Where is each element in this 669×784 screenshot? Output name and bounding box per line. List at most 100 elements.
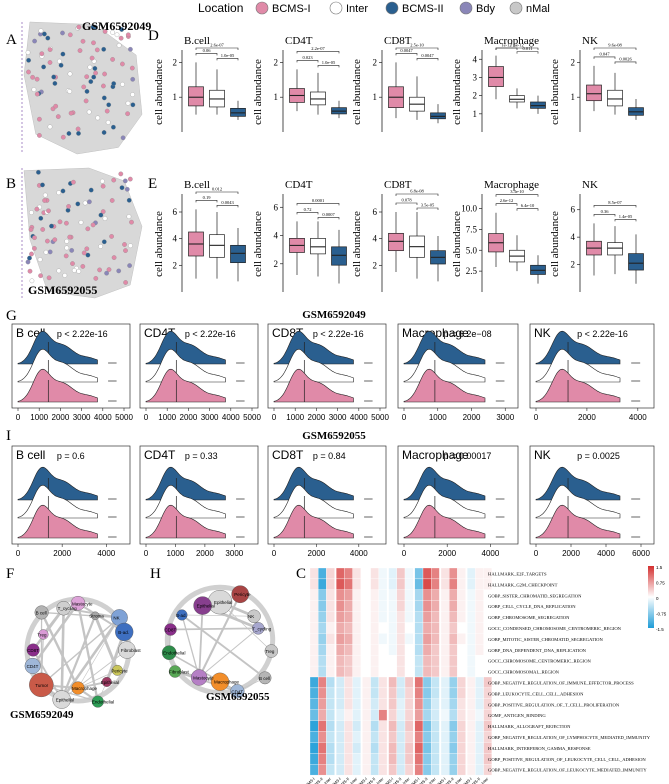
heatmap-cell [378,731,388,743]
sig-bracket [216,58,239,61]
heatmap-cell [414,589,424,601]
sig-pvalue: 0.0026 [619,56,632,61]
spot [101,95,107,101]
heatmap-cell [449,611,458,623]
y-tick-label: 2.5 [466,266,478,276]
spot [38,28,44,34]
facet-title: Macrophage [484,179,539,191]
network-edge [198,627,259,678]
facet-title: CD8T [384,179,412,191]
network-node [264,644,279,658]
heatmap-cell [388,731,397,743]
heatmap-cell [440,753,450,765]
heatmap-cell [404,764,414,776]
ridge-pvalue: p < 2.22e-16 [57,329,108,339]
heatmap-cell [467,764,476,776]
heatmap-cell [378,753,388,765]
heatmap-cell [326,709,335,721]
ridge-frame [267,323,387,409]
heatmap-cell [414,622,424,634]
heatmap-cell [475,764,484,776]
heatmap-cell [475,600,484,612]
heatmap-cell [326,600,335,612]
spot [67,71,73,77]
heatmap-cell [396,578,406,590]
x-tick-label: 2000 [308,413,326,422]
ridge-frame [529,445,655,545]
spot [98,212,104,218]
heatmap-cell [457,676,466,689]
heatmap-cell [457,611,466,623]
heatmap-cell [431,655,440,667]
heatmap-cell [352,698,361,710]
facet-title: NK [582,35,598,47]
panel-letter-a: A [6,32,17,48]
heatmap-cell [467,731,476,743]
spot [100,183,106,189]
heatmap-cell [440,731,450,743]
spot [86,109,92,115]
y-tick-label: 4 [373,234,378,244]
heatmap-cell [326,622,335,634]
heatmap-cell [378,709,388,721]
spatial-map-gsm6592055 [21,167,143,299]
heatmap-cell [422,742,432,754]
heatmap-cell [422,567,432,580]
heatmap-cell [370,709,379,721]
network-node-label: Pericyte [234,592,251,597]
spot [83,98,89,104]
x-tick-label: 1000 [158,413,176,422]
heatmap-cell [388,589,397,601]
spot [90,222,96,228]
ridge-frame [267,445,387,545]
heatmap-cell [336,578,345,590]
network-f-sample: GSM6592049 [10,709,74,721]
spot [30,74,35,80]
spot [29,210,34,215]
y-tick-label: 1 [274,92,279,102]
y-axis-label: cell abundance [549,59,561,125]
heatmap-cell [344,622,353,634]
heatmap-cell [336,600,345,612]
heatmap-cell [352,676,361,689]
y-tick-label: 5.0 [466,245,478,255]
spot [94,47,100,53]
heatmap-cell [414,720,424,732]
heatmap-cell [396,720,406,732]
heatmap-cell [449,633,458,645]
heatmap-cell [352,709,361,721]
x-tick-label: 3000 [73,413,91,422]
spot [110,57,115,62]
spot [80,264,86,269]
network-node-label: B cell [36,610,47,615]
heatmap-cell [475,731,484,743]
heatmap-cell [475,742,484,754]
heatmap-cell [467,687,476,699]
spot [102,216,108,221]
heatmap-cell [449,687,458,699]
network-node [71,681,85,695]
heatmap-cell [431,589,440,601]
heatmap-cell [378,655,388,667]
heatmap-cell [396,633,406,645]
spot [46,208,51,214]
x-tick-label: 3000 [225,549,243,558]
heatmap-cell [440,567,450,580]
heatmap-cell [309,720,319,732]
y-axis-label: cell abundance [351,59,363,125]
heatmap-cell [440,687,450,699]
heatmap-cell [475,687,484,699]
ridge-pvalue: p = 0.84 [313,451,346,461]
ridge-frame [397,445,519,545]
spot [124,186,130,192]
spot [102,29,108,34]
y-tick-label: 1 [473,109,478,119]
heatmap-cell [362,567,371,580]
panel-letter-h: H [150,566,161,582]
heatmap-cell [396,676,406,689]
heatmap-cell [396,611,406,623]
spot [129,65,135,71]
box-body [388,232,404,252]
x-tick-label: 0 [534,549,539,558]
